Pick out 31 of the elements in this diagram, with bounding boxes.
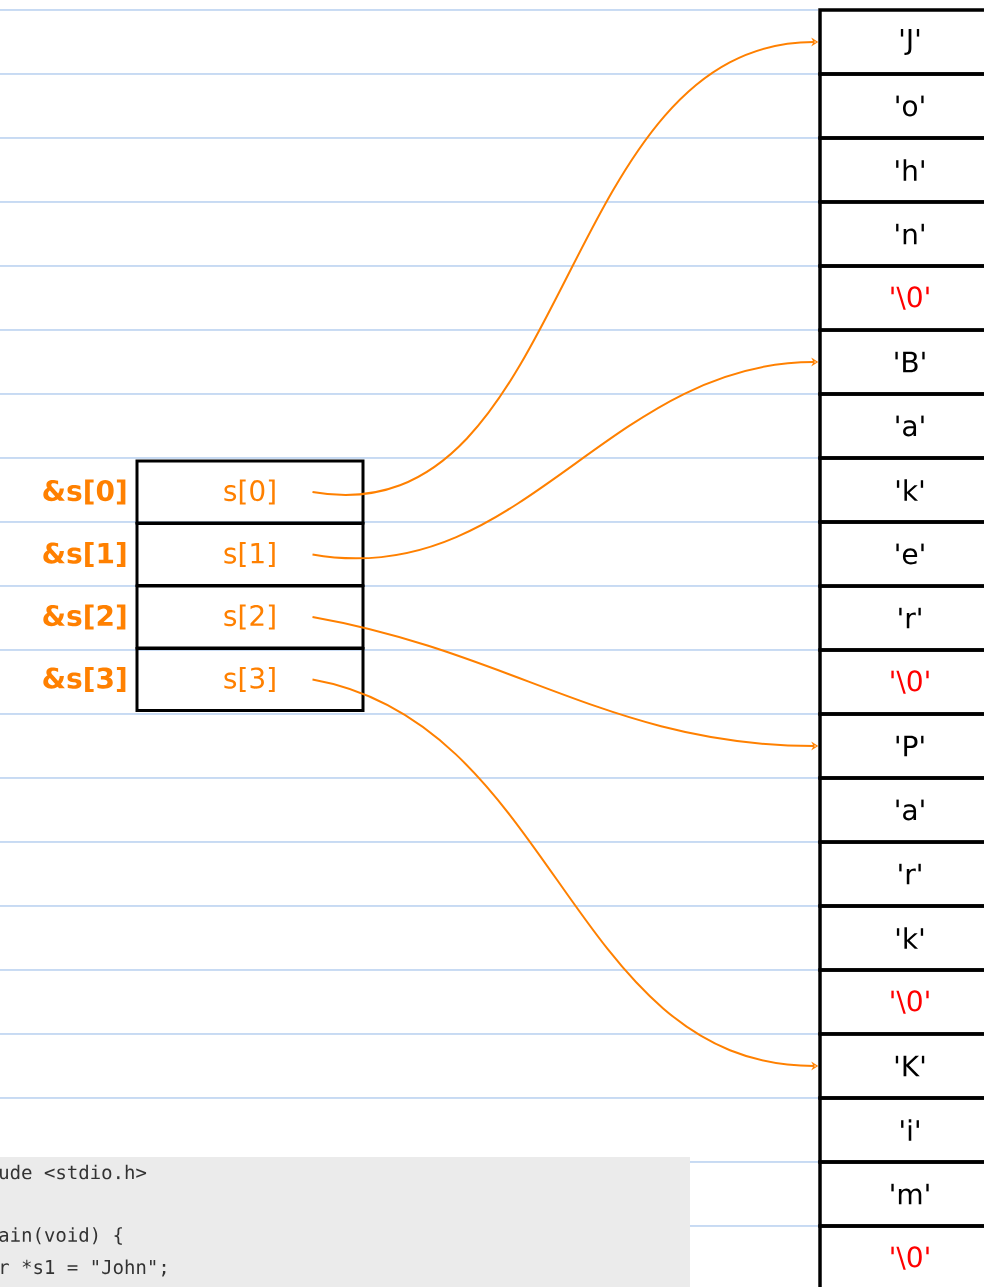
memory-cell: 'P' — [818, 712, 984, 780]
address-label: &s[3] — [43, 667, 126, 692]
memory-cell: 'B' — [818, 328, 984, 396]
pointer-cell: s[1] — [135, 522, 365, 587]
address-label: &s[2] — [43, 604, 126, 630]
memory-cell: '\0' — [818, 1224, 984, 1287]
address-label: &s[0] — [43, 479, 126, 505]
memory-cell: 'n' — [818, 200, 984, 268]
code-line: ain(void) { — [0, 1227, 122, 1245]
memory-cell: 'k' — [818, 456, 984, 524]
memory-cell: 'a' — [818, 776, 984, 844]
memory-cell: 'h' — [818, 136, 984, 204]
memory-cell: 'K' — [818, 1032, 984, 1100]
pointer-cell: s[0] — [135, 459, 365, 525]
code-line: ude <stdio.h> — [0, 1164, 147, 1180]
memory-cell: '\0' — [818, 648, 984, 716]
memory-cell: 'o' — [818, 72, 984, 140]
address-label: &s[1] — [43, 542, 126, 567]
memory-cell: 'J' — [818, 8, 984, 76]
memory-cell: 'r' — [818, 840, 984, 908]
memory-cell: 'i' — [818, 1096, 984, 1164]
code-line: r *s1 = "John"; — [1, 1259, 166, 1277]
memory-cell: '\0' — [818, 968, 984, 1036]
memory-cell: 'r' — [818, 584, 984, 652]
memory-cell: 'k' — [818, 904, 984, 972]
memory-cell: '\0' — [818, 264, 984, 332]
memory-cell: 'm' — [818, 1160, 984, 1228]
pointer-cell: s[3] — [135, 647, 365, 712]
memory-cell: 'e' — [818, 520, 984, 588]
pointer-cell: s[2] — [135, 584, 365, 650]
memory-cell: 'a' — [818, 392, 984, 460]
